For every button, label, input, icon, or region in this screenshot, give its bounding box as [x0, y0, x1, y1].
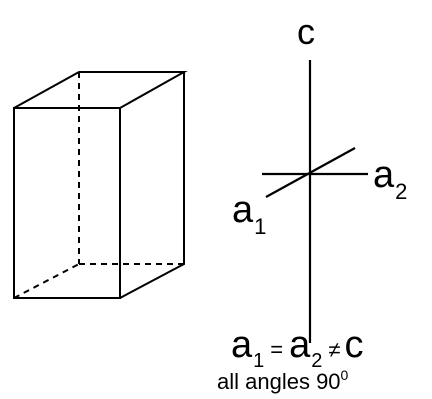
c-axis-label: c — [297, 11, 315, 52]
prism-bottom-right-edge — [119, 263, 185, 299]
prism-hidden-left-edge — [13, 263, 80, 299]
tetragonal-prism — [13, 71, 188, 299]
a1-axis-label: a1 — [232, 189, 266, 239]
crystal-axes: c a2 a1 — [232, 11, 407, 343]
a1-axis — [265, 147, 356, 198]
axis-relation: a1=a2≠c — [231, 324, 363, 372]
angles-caption: all angles 900 — [217, 367, 349, 394]
prism-top-face — [13, 71, 188, 109]
a2-axis-label: a2 — [373, 154, 407, 204]
prism-front-face — [13, 107, 121, 299]
